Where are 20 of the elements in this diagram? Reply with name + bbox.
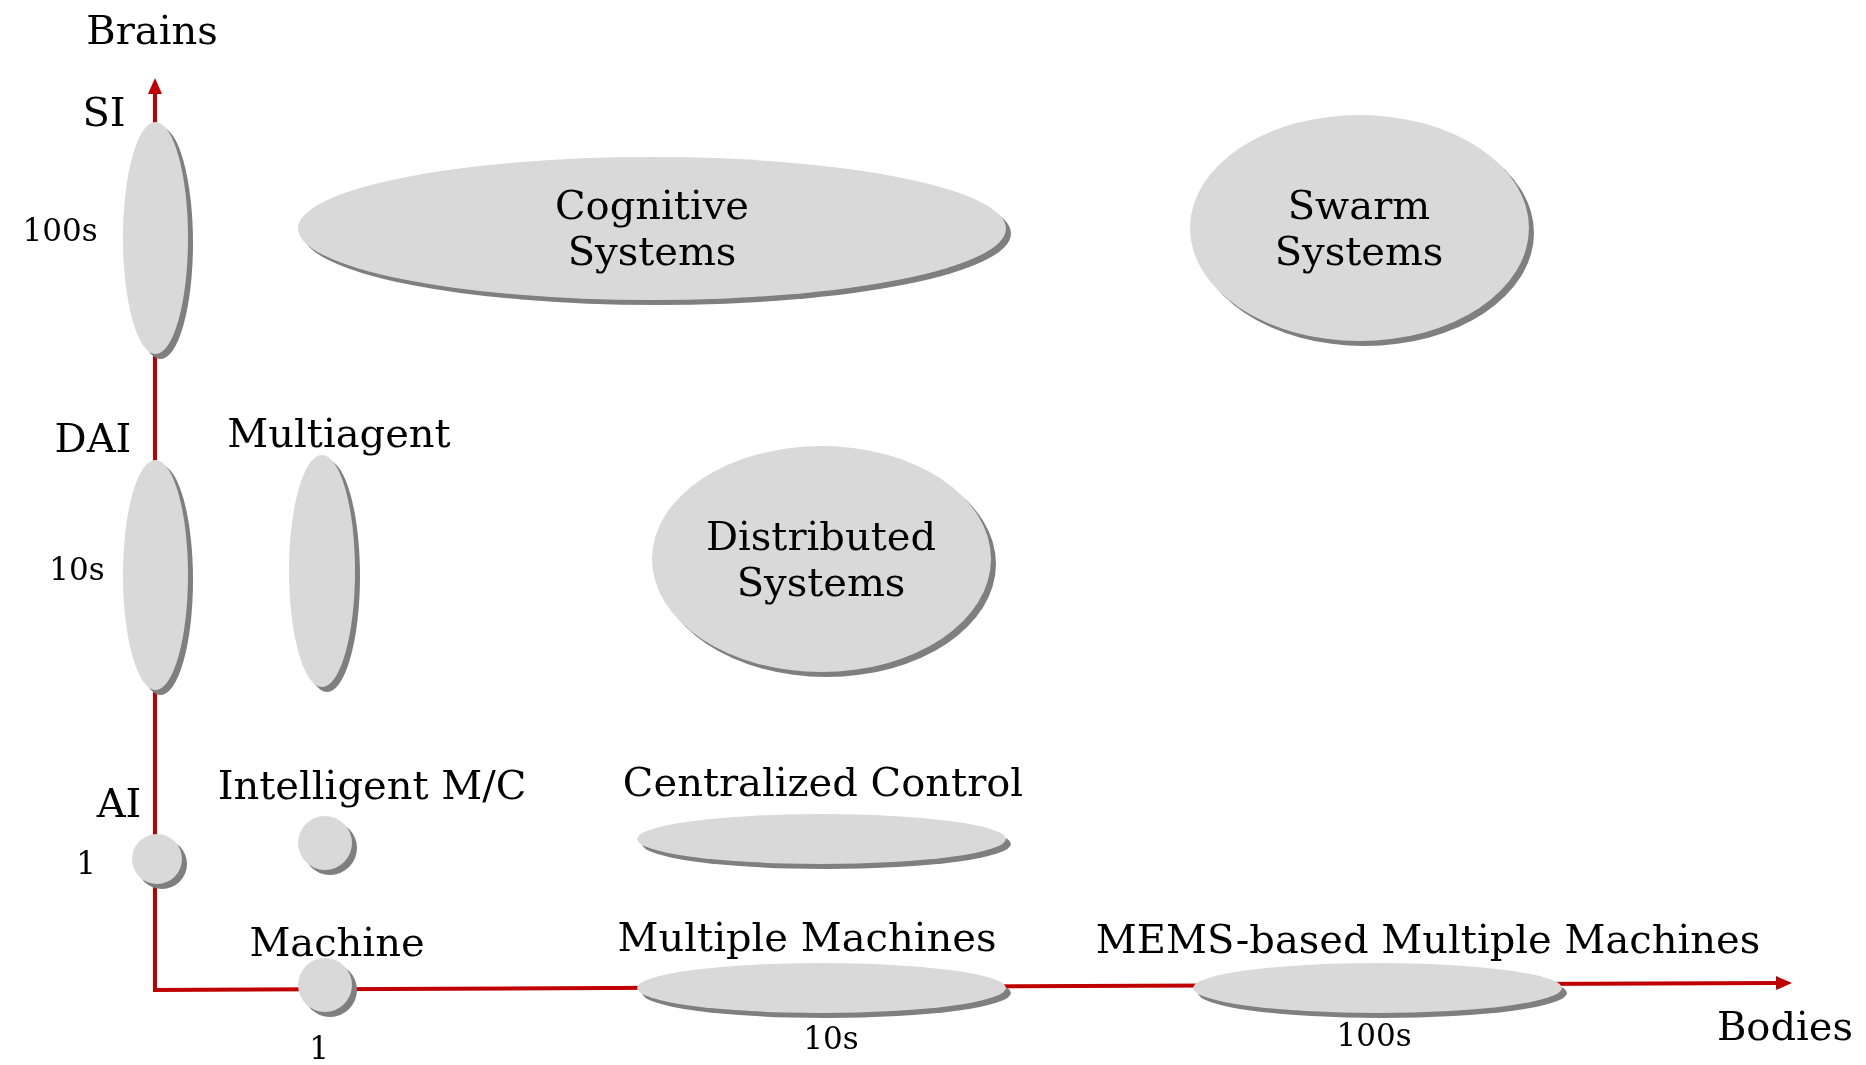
scale-label: 100s	[22, 212, 98, 248]
axis-title: Bodies	[1716, 1003, 1854, 1049]
scale-label: 100s	[1336, 1017, 1412, 1053]
node-label: AI	[96, 780, 142, 826]
node-label: Cognitive Systems	[554, 182, 750, 274]
node-label: Centralized Control	[622, 759, 1024, 805]
axis-title: Brains	[86, 7, 218, 53]
scale-label: 1	[309, 1030, 329, 1065]
node-label: Machine	[249, 919, 425, 965]
node-label: Intelligent M/C	[217, 762, 527, 808]
node-label: Multiple Machines	[617, 914, 997, 960]
node-label: DAI	[54, 415, 132, 461]
node-label: Distributed Systems	[704, 513, 938, 605]
scale-label: 10s	[803, 1020, 859, 1056]
node-label: SI	[82, 89, 126, 135]
node-label: Multiagent	[227, 410, 451, 456]
scale-label: 1	[76, 845, 96, 881]
node-label: Swarm Systems	[1273, 182, 1445, 274]
scale-label: 10s	[49, 551, 105, 587]
node-label: MEMS-based Multiple Machines	[1095, 916, 1761, 962]
